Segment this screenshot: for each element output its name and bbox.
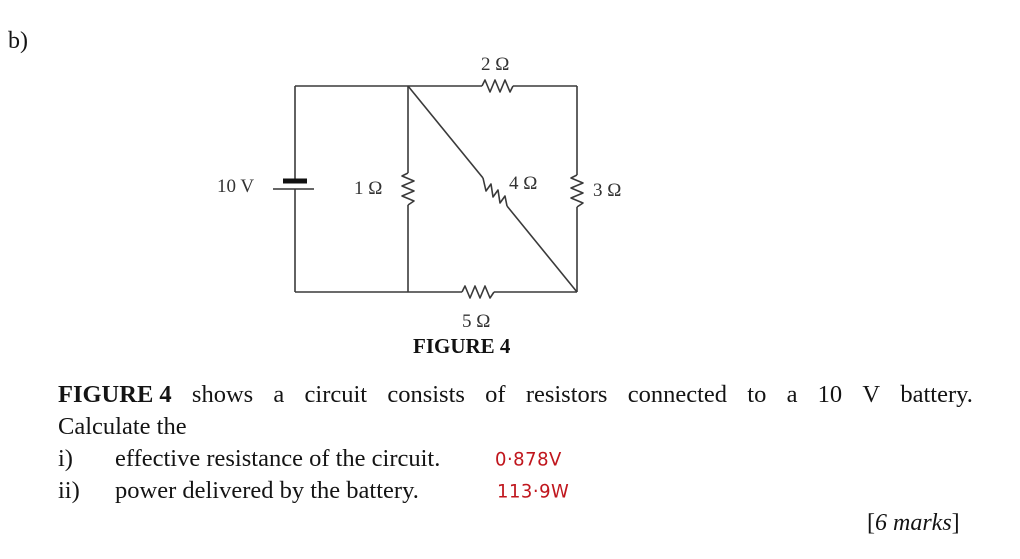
resistor-4ohm [482,177,508,207]
statement-word: connected [627,381,728,408]
resistor-2ohm-label: 2 Ω [481,54,509,75]
statement-word: battery. [900,381,973,408]
statement-word: of [485,381,506,408]
marks-allocation: [6 marks] [867,510,960,537]
marks-close-bracket: ] [951,510,960,536]
resistor-5ohm [461,285,495,299]
statement-word: V [862,381,881,408]
resistor-1ohm [401,172,415,206]
marks-text: 6 marks [875,510,952,536]
wire-diagonal-upper [407,85,484,179]
wire-diagonal-lower [506,205,578,293]
statement-word: resistors [525,381,608,408]
statement-figure-ref: FIGURE 4 [58,381,172,408]
statement-word: shows [191,381,254,408]
resistor-2ohm [481,79,514,93]
statement-word: consists [387,381,465,408]
resistor-5ohm-label: 5 Ω [462,311,490,332]
item-text: power delivered by the battery. [115,477,419,504]
statement-line-2: Calculate the [58,413,187,440]
handwritten-answer: 113·9W [497,480,570,503]
resistor-3ohm-label: 3 Ω [593,180,621,201]
battery-label: 10 V [217,176,254,197]
statement-word: a [786,381,798,408]
statement-line-1: FIGURE 4 shows a circuit consists of res… [58,381,973,409]
marks-open-bracket: [ [867,510,875,536]
resistor-1ohm-label: 1 Ω [354,178,382,199]
statement-word: a [273,381,285,408]
item-number: i) [58,445,73,472]
resistor-3ohm [570,174,584,208]
circuit-diagram: 10 V 2 Ω 1 Ω 4 Ω 3 Ω 5 Ω [217,54,621,332]
statement-word: to [747,381,767,408]
part-label: b) [8,28,28,54]
item-number: ii) [58,477,80,504]
item-text: effective resistance of the circuit. [115,445,441,472]
figure-caption: FIGURE 4 [413,334,511,358]
handwritten-answer: 0·878V [495,448,562,471]
resistor-4ohm-label: 4 Ω [509,173,537,194]
statement-word: 10 [817,381,843,408]
statement-word: circuit [304,381,368,408]
